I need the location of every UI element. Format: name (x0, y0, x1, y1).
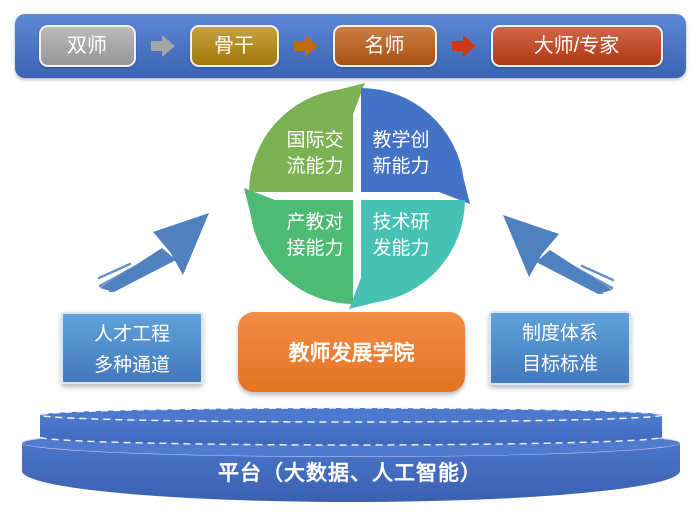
stage-box-backbone: 骨干 (189, 25, 279, 67)
platform-discs (21, 407, 681, 502)
label-line: 技术研 (372, 212, 430, 233)
center-box-label: 教师发展学院 (288, 342, 415, 365)
right-block-arrow-icon (293, 35, 318, 57)
quadrant-label-tech-research: 技术研 发能力 (359, 210, 443, 262)
quadrant-international-exchange (249, 83, 365, 192)
box-line: 人才工程 (93, 324, 170, 345)
quadrant-label-industry-education: 产教对 接能力 (273, 210, 357, 262)
box-line: 目标标准 (521, 354, 598, 375)
stage-bar: 双师 骨干 名师 大师/专家 (15, 14, 686, 78)
stage-box-famous-teacher: 名师 (332, 25, 437, 67)
ability-cycle: 国际交 流能力 教学创 新能力 产教对 接能力 技术研 发能力 (237, 76, 477, 316)
lower-disc-body (22, 443, 680, 502)
talent-project-box: 人才工程 多种通道 (61, 312, 203, 384)
label-line: 发能力 (372, 238, 430, 259)
right-block-arrow-icon (150, 35, 175, 57)
system-standards-box: 制度体系 目标标准 (489, 311, 631, 385)
label-line: 教学创 (372, 130, 430, 151)
brush-arrow-up-right-icon (98, 213, 209, 292)
label-line: 产教对 (286, 212, 344, 233)
platform-label: 平台（大数据、人工智能） (218, 462, 482, 485)
brush-arrow-up-left-icon (503, 215, 614, 294)
right-block-arrow-icon (451, 35, 476, 57)
label-line: 新能力 (372, 156, 430, 177)
quadrant-industry-education (244, 188, 353, 304)
label-line: 国际交 (286, 130, 344, 151)
upper-disc-top-face (39, 407, 663, 423)
label-line: 流能力 (286, 156, 344, 177)
quadrant-teaching-innovation (361, 88, 470, 204)
upper-disc-front-rim (39, 436, 663, 446)
ability-cycle-wheel (244, 83, 470, 309)
box-line: 制度体系 (521, 323, 598, 344)
teacher-development-college-box: 教师发展学院 (238, 312, 465, 392)
label-line: 接能力 (286, 238, 344, 259)
box-line: 多种通道 (93, 355, 170, 376)
stage-box-dual-teacher: 双师 (38, 25, 136, 67)
quadrant-label-international-exchange: 国际交 流能力 (273, 128, 357, 180)
upper-disc-body (40, 415, 662, 445)
quadrant-label-teaching-innovation: 教学创 新能力 (359, 128, 443, 180)
stage-box-master-expert: 大师/专家 (490, 25, 663, 67)
quadrant-tech-research (349, 200, 465, 309)
